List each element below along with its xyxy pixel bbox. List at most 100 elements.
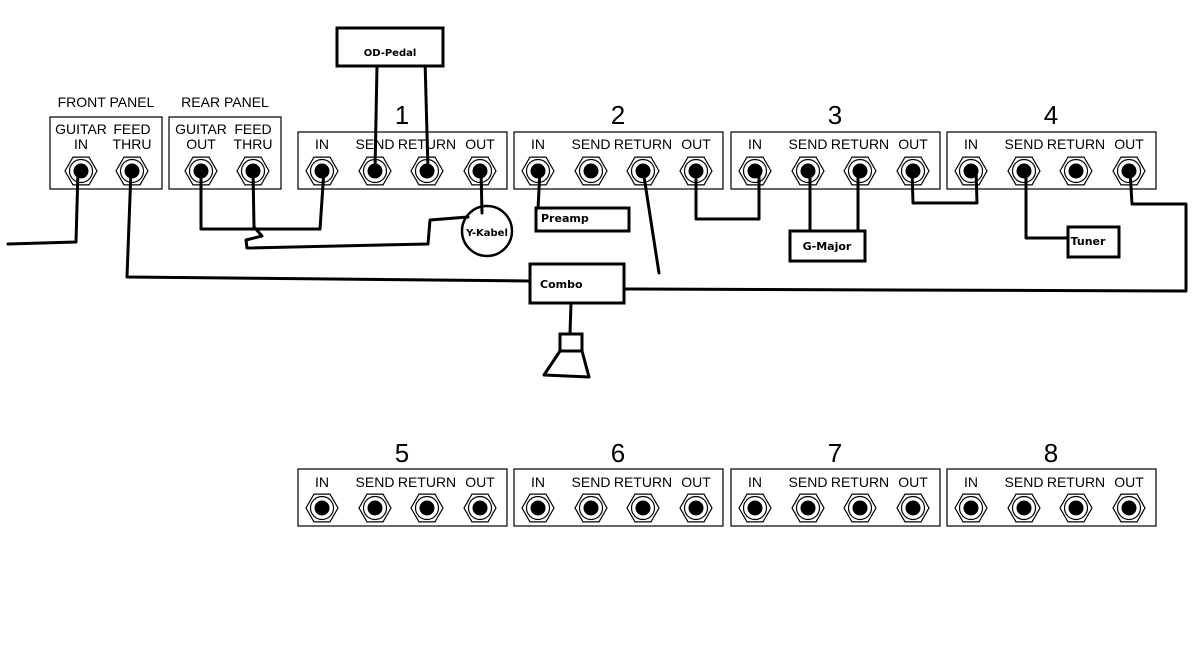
loop-8-jack-in[interactable] [954, 493, 988, 523]
loop-7-label-send: SEND [789, 474, 828, 490]
loop-2-label-in: IN [531, 136, 545, 152]
loop-5-label-return: RETURN [398, 474, 456, 490]
loop-4-label-in: IN [964, 136, 978, 152]
rear-jack-label-feed-thru-line2: THRU [234, 136, 273, 152]
front-panel-title: FRONT PANEL [58, 94, 155, 110]
front-jack-label-guitar-in-line2: IN [74, 136, 88, 152]
tuner-label: Tuner [1071, 235, 1106, 248]
preamp-box: Preamp [534, 206, 631, 233]
cable-od-send [373, 64, 379, 172]
loop-1-jack-in[interactable] [305, 156, 339, 186]
cable-rear-out-to-loop1-in [199, 168, 326, 231]
y-kabel-ring [460, 204, 514, 258]
loop-6-jack-in[interactable] [521, 493, 555, 523]
loop-3-number: 3 [828, 100, 842, 130]
loop-5-jack-send[interactable] [358, 493, 392, 523]
loop-7-jack-send[interactable] [791, 493, 825, 523]
combo-label: Combo [540, 278, 583, 291]
cable-loop4-out-to-combo [622, 168, 1188, 293]
rear-panel-title: REAR PANEL [181, 94, 269, 110]
preamp-label: Preamp [541, 212, 589, 225]
loop-4-jack-send[interactable] [1007, 156, 1041, 186]
y-kabel-label: Y-Kabel [465, 228, 508, 239]
loop-8-jack-send[interactable] [1007, 493, 1041, 523]
cable-loop2-out-to-loop3-in [694, 168, 761, 221]
speaker-icon [542, 332, 591, 379]
loop-6-label-return: RETURN [614, 474, 672, 490]
loop-4-label-return: RETURN [1047, 136, 1105, 152]
loop-8-jack-return[interactable] [1059, 493, 1093, 523]
loop-3-label-in: IN [748, 136, 762, 152]
loop-7-jack-in[interactable] [738, 493, 772, 523]
loop-5-number: 5 [395, 438, 409, 468]
front-jack-label-feed-thru-line2: THRU [113, 136, 152, 152]
loop-3-label-out: OUT [898, 136, 928, 152]
loop-6-label-send: SEND [572, 474, 611, 490]
cable-loop2-return-to-combo [641, 168, 661, 275]
loop-6-jack-return[interactable] [626, 493, 660, 523]
loop-1-number: 1 [395, 100, 409, 130]
cable-tuner [1024, 168, 1070, 240]
loop-3-jack-send[interactable] [791, 156, 825, 186]
loop-2-jack-in[interactable] [521, 156, 555, 186]
loop-1-label-out: OUT [465, 136, 495, 152]
loop-2-jack-send[interactable] [574, 156, 608, 186]
loop-4-label-send: SEND [1005, 136, 1044, 152]
loop-8-label-send: SEND [1005, 474, 1044, 490]
combo-box: Combo [528, 262, 626, 305]
loop-8-label-in: IN [964, 474, 978, 490]
loop-6-label-out: OUT [681, 474, 711, 490]
loop-6-number: 6 [611, 438, 625, 468]
loop-4-jack-return[interactable] [1059, 156, 1093, 186]
od-pedal-box: OD-Pedal [335, 26, 445, 68]
loop-7-label-out: OUT [898, 474, 928, 490]
loop-6-jack-send[interactable] [574, 493, 608, 523]
loop-7-jack-return[interactable] [843, 493, 877, 523]
loop-2-label-out: OUT [681, 136, 711, 152]
loop-6-jack-out[interactable] [679, 493, 713, 523]
loop-7-label-in: IN [748, 474, 762, 490]
loop-6-label-in: IN [531, 474, 545, 490]
loop-3-jack-return[interactable] [843, 156, 877, 186]
loop-8-label-out: OUT [1114, 474, 1144, 490]
front-jack-label-feed-thru-line1: FEED [113, 121, 150, 137]
rear-jack-label-guitar-out-line1: GUITAR [175, 121, 227, 137]
loop-8-jack-out[interactable] [1112, 493, 1146, 523]
loop-4-label-out: OUT [1114, 136, 1144, 152]
loop-7-jack-out[interactable] [896, 493, 930, 523]
cable-guitar-input [6, 168, 80, 246]
loop-3-label-send: SEND [789, 136, 828, 152]
loop-2-number: 2 [611, 100, 625, 130]
loop-5-label-out: OUT [465, 474, 495, 490]
loop-8-label-return: RETURN [1047, 474, 1105, 490]
cable-combo-to-speaker [568, 301, 573, 336]
loop-5-label-send: SEND [356, 474, 395, 490]
loop-2-label-return: RETURN [614, 136, 672, 152]
loop-1-label-in: IN [315, 136, 329, 152]
loop-7-label-return: RETURN [831, 474, 889, 490]
g-major-label: G-Major [803, 240, 852, 253]
cable-feed-thru-to-combo [125, 168, 532, 283]
loop-5-label-in: IN [315, 474, 329, 490]
g-major-box: G-Major [788, 229, 867, 263]
cable-od-return [423, 58, 430, 172]
od-pedal-label: OD-Pedal [364, 48, 417, 59]
loop-5-jack-out[interactable] [463, 493, 497, 523]
cables-layer [6, 58, 1188, 336]
loop-5-jack-return[interactable] [410, 493, 444, 523]
front-jack-label-guitar-in-line1: GUITAR [55, 121, 107, 137]
loop-3-label-return: RETURN [831, 136, 889, 152]
loop-4-number: 4 [1044, 100, 1058, 130]
cable-rear-feed-to-ykabel [244, 168, 470, 250]
loop-5-jack-in[interactable] [305, 493, 339, 523]
loop-7-number: 7 [828, 438, 842, 468]
tuner-box: Tuner [1066, 225, 1121, 259]
